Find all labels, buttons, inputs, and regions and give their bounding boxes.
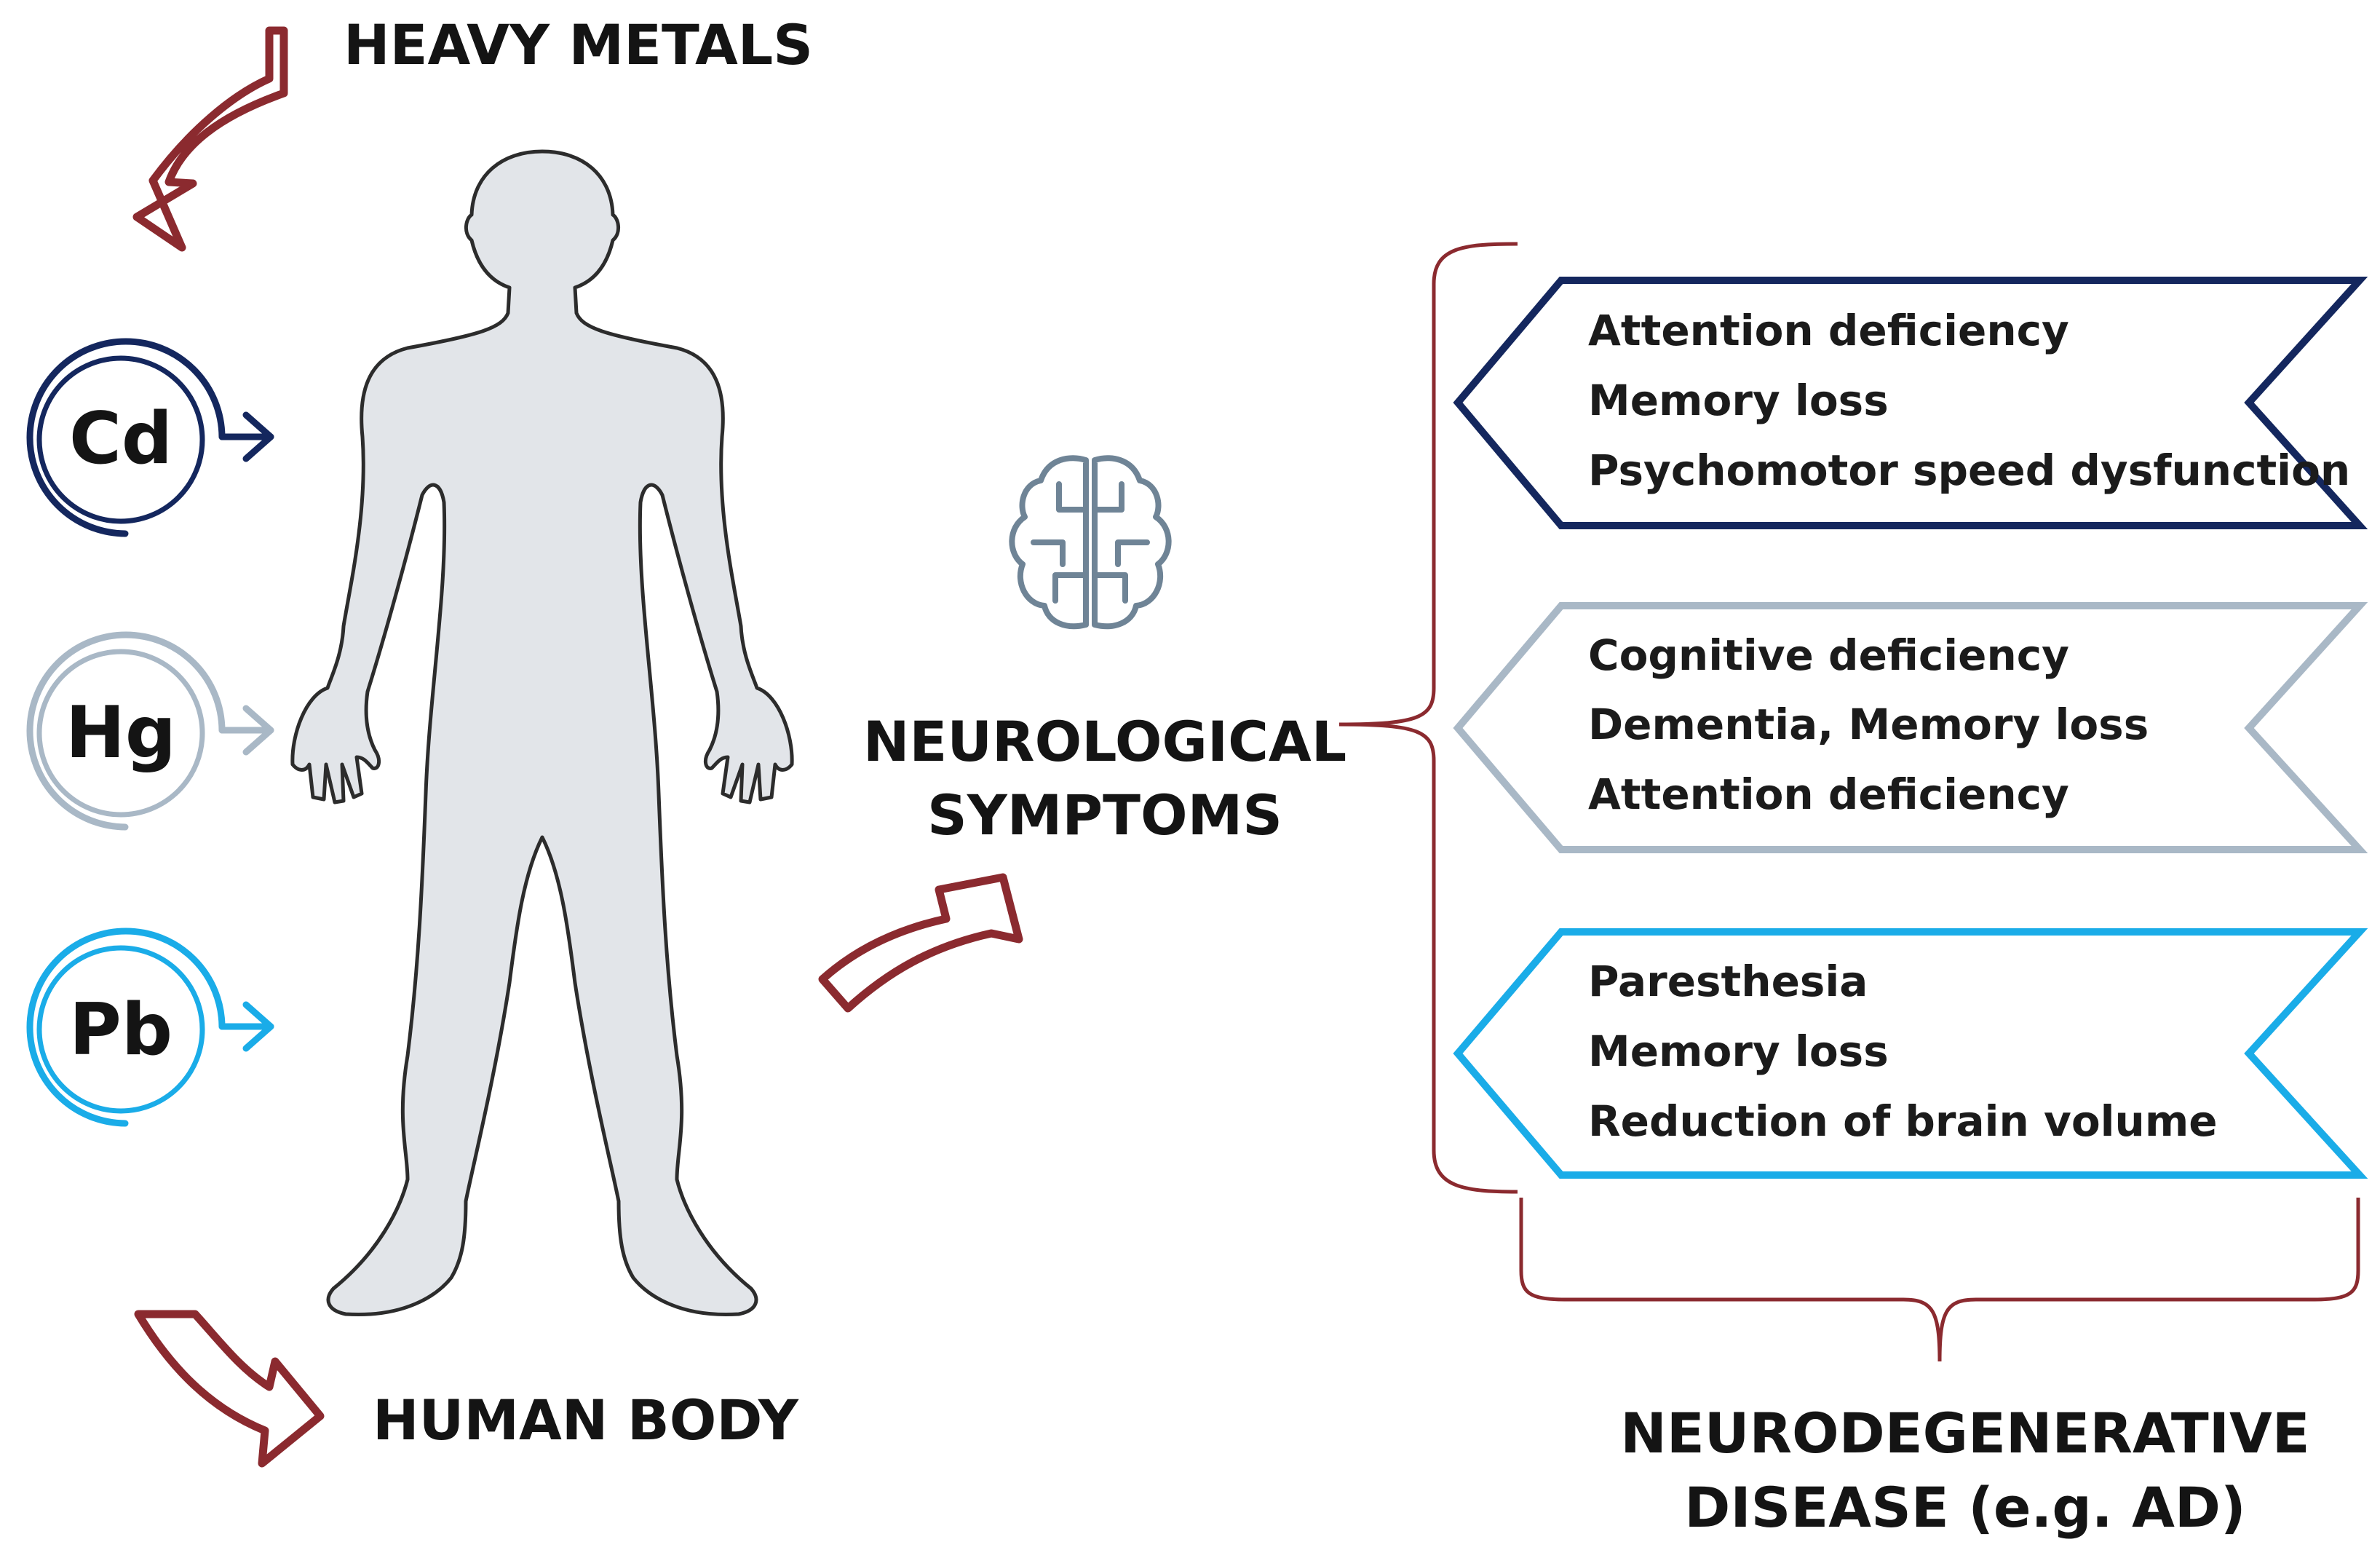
neurological-label-line1: NEUROLOGICAL	[863, 709, 1346, 774]
metal-badge-pb: Pb	[26, 928, 274, 1127]
metal-symbol-hg: Hg	[66, 692, 176, 775]
disease-label-line2: DISEASE (e.g. AD)	[1684, 1475, 2245, 1540]
curved-arrow-icon-bottom	[134, 1310, 325, 1468]
symptom-banner-1: Attention deficiency Memory loss Psychom…	[1453, 277, 2368, 529]
cycle-ring-icon-pb	[26, 928, 226, 1127]
cycle-ring-icon-hg	[26, 631, 226, 831]
disease-label-line1: NEURODEGENERATIVE	[1620, 1401, 2309, 1466]
human-body-icon	[290, 149, 794, 1317]
neurological-label-line2: SYMPTOMS	[927, 783, 1282, 847]
banner-shape-2	[1453, 602, 2368, 853]
metal-badge-cd: Cd	[26, 338, 274, 537]
brain-icon	[1009, 455, 1172, 630]
human-body-silhouette	[290, 149, 794, 1317]
curved-arrow-icon-middle	[818, 873, 1023, 1013]
symptom-3-item-3: Reduction of brain volume	[1588, 1096, 2218, 1146]
symptom-1-item-3: Psychomotor speed dysfunction	[1588, 446, 2350, 495]
metal-symbol-cd: Cd	[69, 398, 172, 481]
arrow-right-icon-pb	[242, 1001, 274, 1052]
cycle-ring-icon-cd	[26, 338, 226, 537]
symptom-1-item-1: Attention deficiency	[1588, 306, 2069, 355]
metal-circle-cd	[36, 355, 205, 524]
horizontal-brace	[1519, 1198, 2360, 1362]
metal-circle-hg	[36, 649, 205, 818]
symptom-banner-2: Cognitive deficiency Dementia, Memory lo…	[1453, 602, 2368, 853]
symptom-3-item-2: Memory loss	[1588, 1027, 1889, 1076]
symptom-2-item-1: Cognitive deficiency	[1588, 630, 2069, 680]
symptom-1-item-2: Memory loss	[1588, 376, 1889, 425]
banner-shape-3	[1453, 928, 2368, 1179]
symptom-3-item-1: Paresthesia	[1588, 957, 1868, 1006]
symptom-banner-3: Paresthesia Memory loss Reduction of bra…	[1453, 928, 2368, 1179]
symptom-2-item-2: Dementia, Memory loss	[1588, 700, 2149, 749]
metal-circle-pb	[36, 945, 205, 1114]
symptom-2-item-3: Attention deficiency	[1588, 770, 2069, 819]
metal-badge-hg: Hg	[26, 631, 274, 831]
vertical-brace	[1338, 242, 1518, 1194]
heavy-metals-label: HEAVY METALS	[344, 12, 813, 77]
curved-arrow-icon-top	[132, 26, 288, 252]
human-body-label: HUMAN BODY	[373, 1388, 799, 1452]
arrow-right-icon-hg	[242, 705, 274, 756]
banner-shape-1	[1453, 277, 2368, 529]
metal-symbol-pb: Pb	[69, 989, 172, 1072]
arrow-right-icon-cd	[242, 411, 274, 462]
